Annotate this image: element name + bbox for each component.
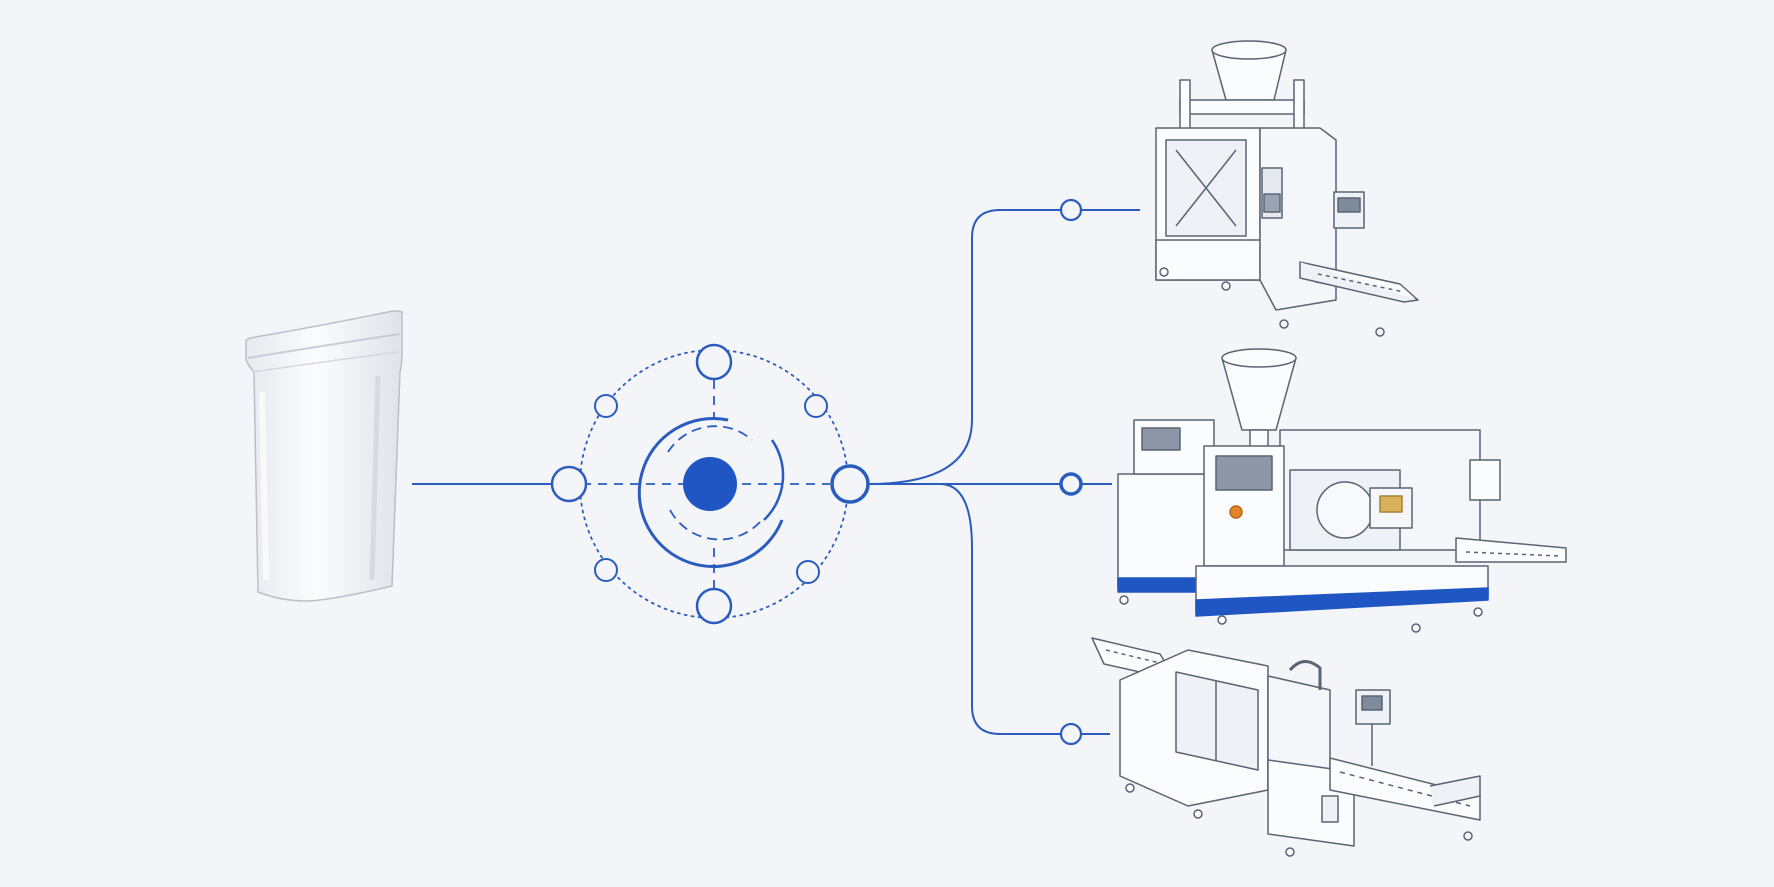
vertical-form-fill-seal-machine-icon [1155, 40, 1419, 337]
rotary-premade-pouch-machine-icon [1117, 348, 1567, 633]
orbit-hub-icon [550, 343, 870, 625]
branch-connectors [867, 198, 1140, 746]
branch-node-middle [1059, 472, 1083, 496]
branch-node-bottom [1059, 722, 1083, 746]
branch-node-top [1059, 198, 1083, 222]
stand-up-pouch-icon [245, 310, 403, 602]
horizontal-pouch-packing-machine-icon [1091, 637, 1481, 857]
